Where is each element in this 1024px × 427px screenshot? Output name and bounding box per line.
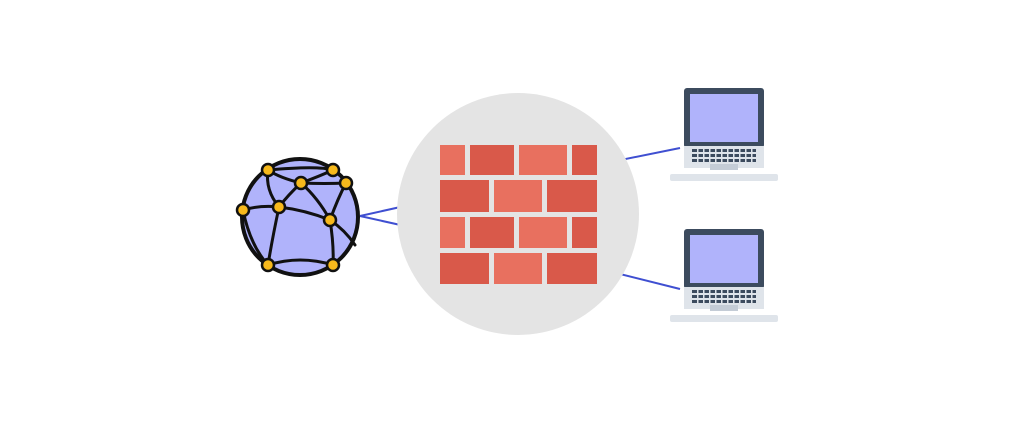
brick-wall-firewall-icon [440, 145, 597, 284]
laptop-icon [670, 229, 778, 322]
firewall-node [397, 93, 639, 335]
globe-network-icon [235, 157, 360, 277]
laptop-icon [670, 88, 778, 181]
